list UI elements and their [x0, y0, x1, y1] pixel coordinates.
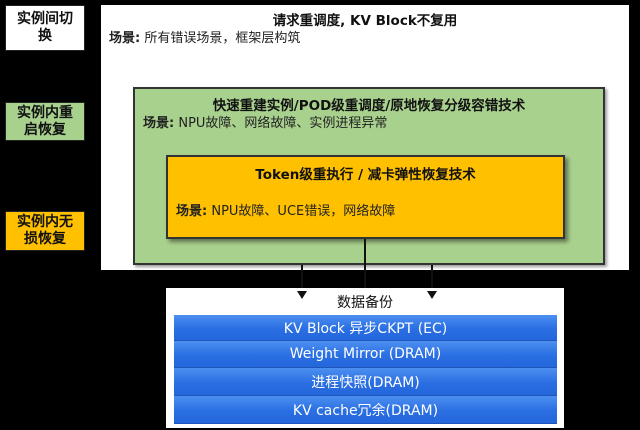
arrow-down-icon — [427, 291, 437, 299]
backup-row: KV Block 异步CKPT (EC) — [174, 315, 557, 341]
label-line: 换 — [38, 28, 52, 44]
backup-row: Weight Mirror (DRAM) — [174, 341, 557, 368]
green-panel-scene: 场景: NPU故障、网络故障、实例进程异常 — [143, 112, 387, 131]
label-line: 实例内无 — [17, 214, 73, 230]
scene-label: 场景: — [143, 116, 175, 131]
scene-label: 场景: — [176, 204, 208, 219]
scene-text: NPU故障、UCE错误，网络故障 — [211, 204, 396, 219]
label-line: 启恢复 — [24, 121, 66, 138]
token-reexec-panel: Token级重执行 / 减卡弹性恢复技术 场景: NPU故障、UCE错误，网络故… — [166, 155, 565, 239]
outer-panel-title: 请求重调度, KV Block不复用 — [272, 13, 458, 29]
backup-title: 数据备份 — [337, 295, 393, 311]
label-line: 实例间切 — [17, 11, 73, 27]
green-panel-title: 快速重建实例/POD级重调度/原地恢复分级容错技术 — [212, 98, 526, 114]
scene-label: 场景: — [109, 31, 141, 46]
data-backup-panel: 数据备份 KV Block 异步CKPT (EC) Weight Mirror … — [166, 288, 564, 428]
label-instance-restart: 实例内重 启恢复 — [5, 102, 85, 141]
label-instance-switch: 实例间切 换 — [5, 5, 85, 51]
backup-row: KV cache冗余(DRAM) — [174, 396, 557, 424]
arrow-down-icon — [297, 291, 307, 299]
yellow-panel-title: Token级重执行 / 减卡弹性恢复技术 — [255, 167, 476, 183]
yellow-panel-scene: 场景: NPU故障、UCE错误，网络故障 — [176, 200, 395, 219]
backup-row: 进程快照(DRAM) — [174, 368, 557, 396]
scene-text: 所有错误场景，框架层构筑 — [144, 31, 301, 46]
connector-line-right — [431, 265, 433, 291]
backup-rows: KV Block 异步CKPT (EC) Weight Mirror (DRAM… — [174, 315, 557, 424]
connector-line-left — [301, 265, 303, 291]
label-lossless-recovery: 实例内无 损恢复 — [5, 211, 85, 251]
label-line: 实例内重 — [17, 104, 73, 121]
label-line: 损恢复 — [24, 231, 66, 247]
outer-panel-scene: 场景: 所有错误场景，框架层构筑 — [109, 27, 300, 46]
connector-line-center — [364, 239, 366, 291]
scene-text: NPU故障、网络故障、实例进程异常 — [178, 116, 388, 131]
